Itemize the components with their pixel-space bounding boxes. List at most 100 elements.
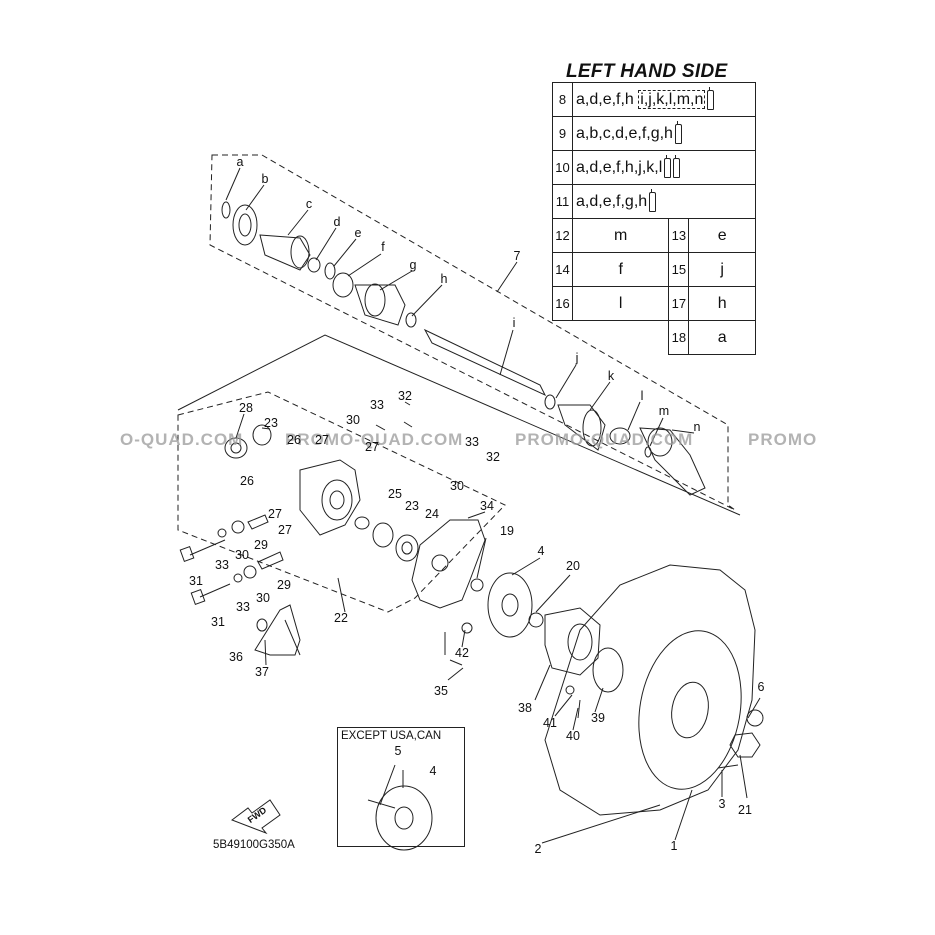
- part-label: h: [440, 272, 448, 286]
- part-label: 4: [537, 544, 545, 558]
- row-parts: a,d,e,f,h: [576, 90, 634, 108]
- part-n-joint: [639, 427, 706, 496]
- table-row: 16 l 17 h: [552, 286, 756, 321]
- part-g-boot: [354, 284, 406, 326]
- part-label: 30: [235, 548, 249, 562]
- part-k-boot: [557, 404, 606, 451]
- part-label: 26: [287, 433, 301, 447]
- part-label: 24: [425, 507, 439, 521]
- part-e-ring: [324, 262, 336, 280]
- part-label: k: [607, 369, 615, 383]
- part-label: 1: [670, 839, 678, 853]
- watermark: O-QUAD.COM: [120, 430, 244, 449]
- row-parts: a,d,e,f,g,h: [576, 192, 648, 210]
- part-label: 5: [394, 744, 402, 758]
- table-row: 8 a,d,e,f,h i,j,k,l,m,n: [552, 82, 756, 117]
- part-label: 30: [346, 413, 360, 427]
- part-label: l: [640, 389, 644, 403]
- bolt-35: [449, 659, 463, 666]
- row-number-2: 15: [668, 252, 690, 287]
- nut-6: [746, 709, 764, 727]
- bolt-40: [577, 699, 581, 719]
- table-row: 11 a,d,e,f,g,h: [552, 184, 756, 219]
- except-box-title: EXCEPT USA,CAN: [341, 730, 442, 742]
- part-label: 20: [566, 559, 580, 573]
- washer-33-lower: [233, 573, 243, 583]
- grease-tube-icon: [707, 86, 715, 110]
- row-number: 16: [552, 286, 573, 321]
- part-label: 40: [566, 729, 580, 743]
- part-label: 42: [455, 646, 469, 660]
- part-label: 36: [229, 650, 243, 664]
- washer-41: [565, 685, 575, 695]
- hub-38: [544, 607, 601, 676]
- sleeve-29-lower: [257, 551, 284, 570]
- part-label: 37: [255, 665, 269, 679]
- part-label: 31: [189, 574, 203, 588]
- part-label: 30: [450, 479, 464, 493]
- part-c-joint: [259, 234, 311, 271]
- row-value-2: a: [688, 320, 756, 355]
- part-label: 38: [518, 701, 532, 715]
- grease-tube-icon: [673, 154, 681, 178]
- table-header: LEFT HAND SIDE: [566, 61, 728, 82]
- part-label: 33: [236, 600, 250, 614]
- row-number: 14: [552, 252, 573, 287]
- table-row: 12 m 13 e: [552, 218, 756, 253]
- row-value: l: [571, 286, 670, 321]
- nut-36: [256, 618, 268, 632]
- row-number: 12: [552, 218, 573, 253]
- row-parts: a,b,c,d,e,f,g,h: [576, 124, 673, 142]
- part-label: 29: [277, 578, 291, 592]
- hub-4: [487, 572, 533, 638]
- part-label: 27: [278, 523, 292, 537]
- part-label: m: [658, 404, 670, 418]
- table-row: 10 a,d,e,f,h,j,k,l: [552, 150, 756, 185]
- knuckle: [299, 459, 361, 536]
- grease-tube-icon: [649, 188, 657, 212]
- diagram-code: 5B49100G350A: [213, 839, 295, 851]
- part-label: 27: [315, 433, 329, 447]
- table-row: 14 f 15 j: [552, 252, 756, 287]
- nut-20: [528, 612, 544, 628]
- bolt-42: [461, 622, 473, 634]
- part-label: 7: [513, 249, 521, 263]
- row-number-2: 17: [668, 286, 690, 321]
- part-label: 2: [534, 842, 542, 856]
- bolt-31-lower: [199, 583, 231, 598]
- knuckle-frame-outline: [177, 334, 741, 516]
- row-value-2: e: [688, 218, 756, 253]
- part-label: a: [236, 155, 244, 169]
- part-label: 25: [388, 487, 402, 501]
- collar-19: [470, 578, 484, 592]
- brake-disc-34: [411, 519, 486, 609]
- part-label: 29: [254, 538, 268, 552]
- part-label: 39: [591, 711, 605, 725]
- nut-21: [729, 732, 761, 758]
- part-25-bearing: [354, 516, 370, 530]
- part-23b-bearing: [372, 522, 394, 548]
- row-number-2: 18: [668, 320, 690, 355]
- fwd-arrow-icon: [230, 799, 281, 835]
- table-row: 18 a: [553, 320, 756, 355]
- part-label: 30: [256, 591, 270, 605]
- part-label: 34: [480, 499, 494, 513]
- bolt-31-upper: [189, 539, 226, 556]
- row-number: 9: [552, 116, 573, 151]
- part-label: 33: [215, 558, 229, 572]
- tire-2: [544, 564, 756, 816]
- watermark: PROMO-QUAD.COM: [285, 430, 464, 449]
- part-label: e: [354, 226, 362, 240]
- rim-1: [638, 630, 742, 790]
- part-label: 22: [334, 611, 348, 625]
- table-row: 9 a,b,c,d,e,f,g,h: [552, 116, 756, 151]
- part-l-band: [609, 427, 631, 445]
- part-label: 23: [264, 416, 278, 430]
- row-value: m: [571, 218, 670, 253]
- part-label: 35: [434, 684, 448, 698]
- row-value-2: j: [688, 252, 756, 287]
- part-label: c: [305, 197, 313, 211]
- part-label: d: [333, 215, 341, 229]
- row-value: f: [571, 252, 670, 287]
